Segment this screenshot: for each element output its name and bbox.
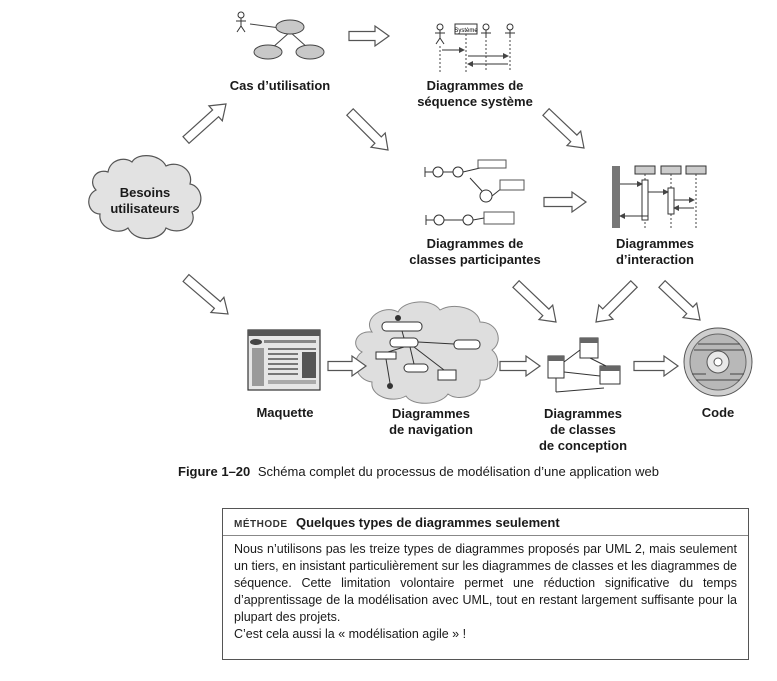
method-paragraph: Nous n’utilisons pas les treize types de… <box>234 542 737 624</box>
node-label-line: Diagrammes de <box>426 236 524 251</box>
method-tag: MÉTHODE <box>234 519 288 530</box>
node-label-cas-utilisation: Cas d’utilisation <box>220 78 340 94</box>
method-divider <box>223 535 748 536</box>
arrow-classes-participantes-to-conception <box>512 279 557 323</box>
besoins-cloud <box>88 155 202 240</box>
node-label-line: Diagrammes <box>543 406 623 421</box>
node-label-line: d’interaction <box>615 252 694 267</box>
node-label-line: Diagrammes <box>391 406 471 421</box>
arrow-cas-to-sequence <box>348 24 391 48</box>
method-sidebar: MÉTHODE Quelques types de diagrammes seu… <box>222 508 749 660</box>
figure-caption: Figure 1–20 Schéma complet du processus … <box>178 464 659 479</box>
design-classes-icon <box>547 337 621 393</box>
diagram-canvas: Système <box>88 11 753 404</box>
arrow-sequence-to-interaction <box>542 107 585 149</box>
node-label-line: de conception <box>538 438 628 453</box>
node-label-line: Diagrammes de <box>426 78 524 93</box>
process-diagram: Système <box>88 11 753 454</box>
method-paragraph: C’est cela aussi la « modélisation agile… <box>234 627 467 641</box>
arrow-maquette-to-navigation <box>327 354 368 378</box>
node-label-line: classes participantes <box>409 252 541 267</box>
arrow-conception-to-code <box>633 354 680 378</box>
arrow-interaction-to-conception <box>595 279 639 323</box>
interaction-diagram-icon <box>612 165 707 228</box>
node-label-line: de classes <box>550 422 616 437</box>
method-title: Quelques types de diagrammes seulement <box>295 515 560 530</box>
node-label-besoins: Besoins utilisateurs <box>100 185 190 217</box>
method-body: Nous n’utilisons pas les treize types de… <box>234 541 737 643</box>
participating-classes-icon <box>424 159 525 226</box>
node-label-line: Maquette <box>256 405 314 420</box>
node-label-line: séquence système <box>417 94 533 109</box>
node-label-maquette: Maquette <box>240 405 330 421</box>
arrow-cas-to-classes-participantes <box>345 107 389 151</box>
code-cd-icon <box>683 327 753 397</box>
node-label-interaction: Diagrammes d’interaction <box>600 236 710 268</box>
sequence-diagram-icon: Système <box>435 23 515 72</box>
mockup-icon <box>247 329 321 391</box>
node-label-sequence-systeme: Diagrammes de séquence système <box>405 78 545 110</box>
arrow-navigation-to-conception <box>499 354 542 378</box>
figure-caption-text: Schéma complet du processus de modélisat… <box>257 464 659 479</box>
node-label-line: Diagrammes <box>615 236 695 251</box>
system-box-label: Système <box>454 28 478 34</box>
node-label-line: Cas d’utilisation <box>229 78 331 93</box>
node-label-code: Code <box>688 405 748 421</box>
use-case-icon <box>236 11 325 60</box>
figure-number: Figure 1–20 <box>178 464 251 479</box>
arrow-interaction-to-code <box>658 279 701 321</box>
method-header: MÉTHODE Quelques types de diagrammes seu… <box>234 514 560 532</box>
arrow-besoins-to-cas <box>182 103 227 145</box>
node-label-line: Code <box>701 405 735 420</box>
arrow-classes-participantes-to-interaction <box>543 190 588 214</box>
navigation-icon <box>375 315 481 389</box>
node-label-line: utilisateurs <box>110 201 180 216</box>
node-label-line: Besoins <box>119 185 171 200</box>
node-label-line: de navigation <box>389 422 473 437</box>
arrow-besoins-to-maquette <box>182 273 229 315</box>
node-label-classes-participantes: Diagrammes de classes participantes <box>400 236 550 268</box>
node-label-classes-conception: Diagrammes de classes de conception <box>530 406 636 454</box>
node-label-navigation: Diagrammes de navigation <box>376 406 486 438</box>
